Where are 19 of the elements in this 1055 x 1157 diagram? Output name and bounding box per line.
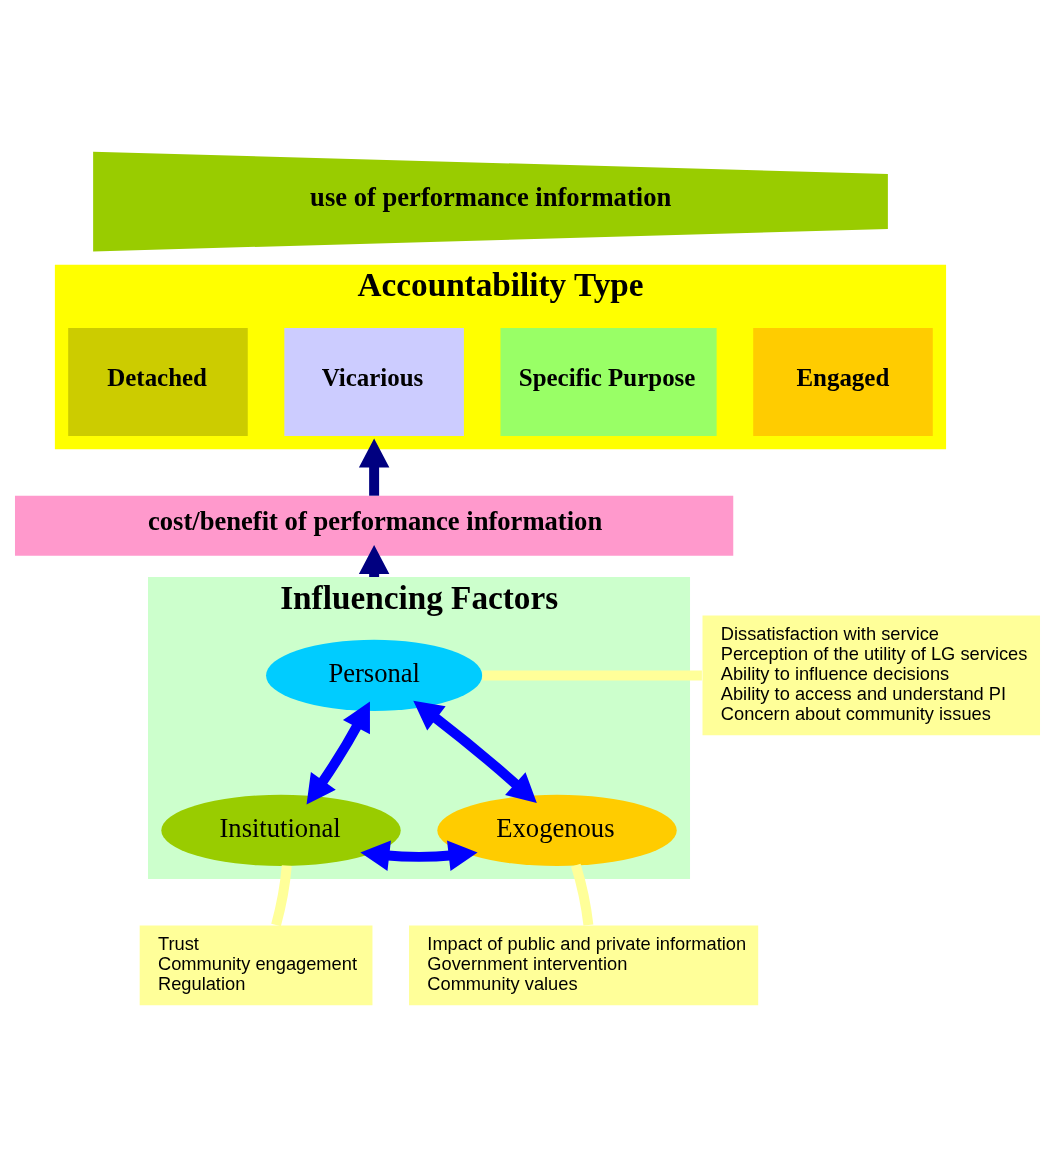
- node-box: Impact of public and private information Government intervention Community values: [409, 925, 759, 1006]
- arrow: [360, 840, 478, 871]
- node-box: Vicarious: [284, 327, 464, 436]
- arrow: [358, 438, 390, 496]
- node-ellipse: Personal: [266, 639, 483, 712]
- connector: [271, 865, 292, 927]
- node-ellipse: Exogenous: [437, 794, 677, 867]
- node-box: use of performance information: [93, 151, 888, 252]
- node-ellipse: Insitutional: [161, 794, 401, 867]
- arrow: [413, 700, 537, 804]
- node-box: Detached: [68, 327, 248, 436]
- connector: [571, 863, 594, 926]
- node-box: cost/benefit of performance information: [15, 495, 734, 556]
- node-box: Engaged: [753, 327, 933, 436]
- node-box: Trust Community engagement Regulation: [139, 925, 373, 1006]
- connector: [482, 670, 702, 681]
- arrow: [306, 701, 370, 805]
- node-box: Specific Purpose: [500, 327, 717, 436]
- node-box: Dissatisfaction with service Perception of the utility of LG services Ability to influence decisions Ability to access and understand PI Concern about community issues: [702, 615, 1040, 736]
